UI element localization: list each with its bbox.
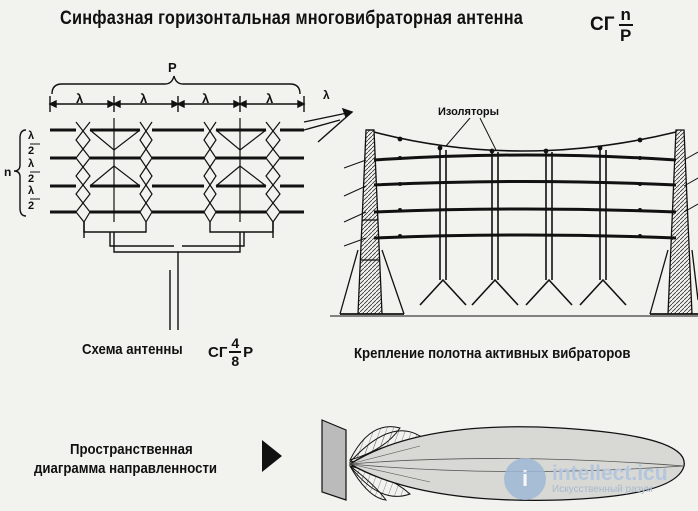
caption-formula-suffix: P	[243, 343, 254, 361]
half-wave-den-2: 2	[28, 173, 35, 185]
dipole-rows	[50, 128, 304, 214]
catenary-wire	[373, 131, 677, 152]
antenna-scheme	[13, 75, 354, 330]
watermark-logo-icon: i	[504, 458, 546, 500]
beam-arrow-icon	[303, 107, 354, 143]
mounting-caption: Крепление полотна активных вибраторов	[354, 345, 631, 362]
caption-formula-prefix: СГ	[208, 343, 228, 361]
watermark-subtext: Искусственный разум	[552, 483, 653, 495]
insulators-label: Изоляторы	[438, 106, 500, 118]
lambda-label-3: λ	[202, 91, 210, 106]
formula-numerator: n	[618, 5, 633, 26]
page-title: Синфазная горизонтальная многовибраторна…	[60, 8, 524, 29]
mounting-structure	[330, 117, 698, 317]
watermark: i intellect.icu Искусственный разум	[504, 458, 668, 500]
caption-formula-fraction: 4 8	[229, 335, 242, 369]
title-formula: СГ n P	[590, 6, 633, 44]
crossed-feeders	[75, 118, 281, 223]
pattern-caption-line1: Пространственная	[70, 441, 193, 458]
n-label: n	[4, 165, 12, 179]
p-brace	[51, 75, 301, 95]
caption-formula-denominator: 8	[231, 353, 240, 369]
reflector-plate	[321, 419, 347, 501]
half-wave-num-3: λ	[28, 185, 35, 197]
n-brace	[13, 129, 27, 217]
caption-formula-numerator: 4	[229, 335, 242, 353]
scheme-caption-formula: СГ 4 8 P	[208, 336, 253, 368]
watermark-text: intellect.icu	[552, 461, 668, 485]
pointer-triangle-icon	[262, 440, 282, 472]
right-tower	[649, 129, 698, 315]
scheme-caption: Схема антенны	[82, 341, 183, 358]
lambda-label-1: λ	[76, 91, 84, 106]
beam-lambda-label: λ	[323, 88, 330, 102]
pattern-caption-line2: диаграмма направленности	[34, 460, 218, 477]
lambda-label-2: λ	[140, 91, 148, 106]
half-wave-num-2: λ	[28, 158, 35, 170]
formula-prefix: СГ	[590, 14, 615, 35]
left-tower	[339, 129, 405, 315]
half-wave-num-1: λ	[28, 130, 35, 142]
insulator-dots	[397, 136, 643, 238]
feed-network	[83, 222, 274, 330]
formula-denominator: P	[620, 26, 632, 45]
p-label: P	[168, 60, 177, 75]
lambda-label-4: λ	[266, 91, 274, 106]
curtain-wires	[373, 153, 677, 240]
feeder-drops	[419, 150, 627, 306]
half-wave-den-1: 2	[28, 145, 35, 157]
half-wave-den-3: 2	[28, 200, 35, 212]
formula-fraction: n P	[618, 5, 633, 45]
